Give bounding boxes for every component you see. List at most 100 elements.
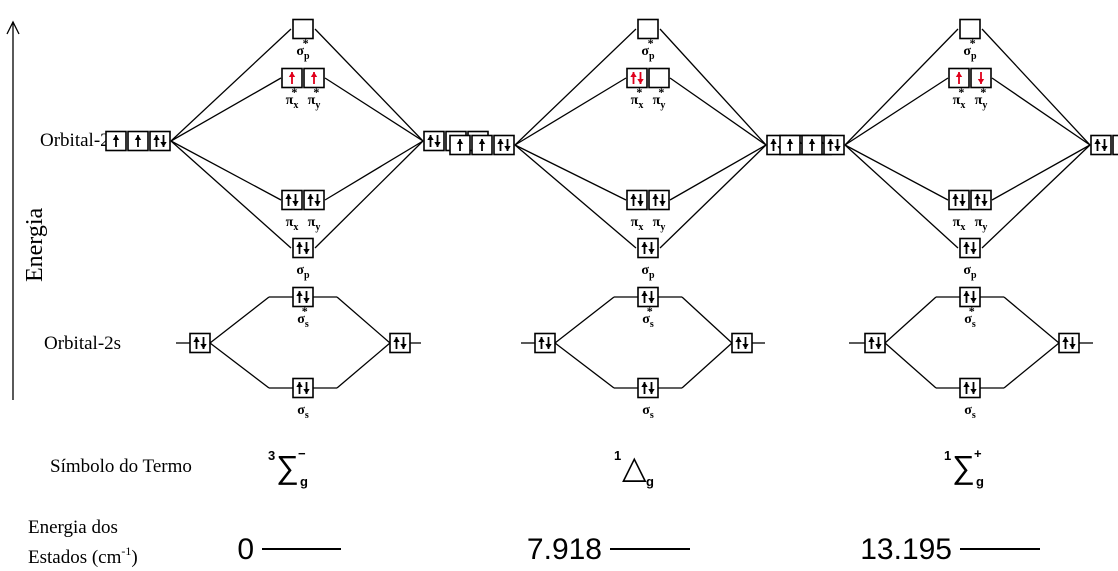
term-symbol-1: 3∑g− — [268, 446, 308, 489]
mo-pi-x-box-electron-up — [285, 194, 292, 206]
mo-pi-x-box-electron-up — [952, 194, 959, 206]
ao-2s-right-box-electron-down — [400, 337, 407, 349]
mo-pi-star-x-box-electron-up-head — [288, 72, 296, 77]
mo-pi-x-box-frame — [281, 189, 303, 211]
corr-line — [844, 77, 949, 146]
corr-line — [659, 28, 767, 146]
mo-sigma-p-star-label: σp* — [641, 36, 655, 62]
mo-sigma-p-box-electron-up — [641, 242, 648, 254]
ao-2s-left-box-frame — [189, 332, 211, 354]
mo-pi-x-label: πx — [286, 215, 299, 233]
term-main-symbol: △ — [622, 449, 647, 485]
mo-sigma-s-box-electron-up-head — [296, 382, 303, 387]
mo-pi-star-y-label-base: π — [653, 93, 661, 108]
ao-2s-right-box-frame — [731, 332, 753, 354]
mo-sigma-s-box-electron-down-head — [303, 389, 310, 394]
corr-line — [209, 342, 270, 389]
mo-sigma-p-box-frame — [292, 237, 314, 259]
ao-2p-left-box-electron-down-head — [160, 142, 167, 147]
mo-sigma-p-star-label: σp* — [296, 36, 310, 62]
mo-pi-star-y-label: πy* — [975, 85, 988, 111]
mo-pi-x-box-frame — [626, 189, 648, 211]
mo-sigma-s-box-electron-down-head — [970, 389, 977, 394]
mo-sigma-s-box-electron-up-head — [963, 382, 970, 387]
mo-sigma-p-box — [959, 237, 981, 259]
mo-pi-y-box-frame — [970, 189, 992, 211]
mo-pi-x-label: πx — [953, 215, 966, 233]
mo-sigma-p-star-label-star: * — [970, 36, 976, 50]
ao-2s-right-box — [1058, 332, 1080, 354]
mo-pi-y-box-frame — [303, 189, 325, 211]
mo-sigma-s-star-box-electron-down-head — [970, 298, 977, 303]
ao-2p-right-box-electron-up — [1094, 139, 1101, 151]
term-superscript: + — [974, 446, 982, 461]
energy-axis-label: Energia — [22, 207, 48, 282]
mo-sigma-s-star-box-frame — [637, 286, 659, 308]
ao-2p-left-box — [127, 130, 149, 152]
mo-sigma-p-star-box-frame — [292, 18, 314, 40]
mo-sigma-s-star-box-frame — [292, 286, 314, 308]
ao-2p-left-box-electron-up-head — [478, 139, 486, 144]
mo-pi-star-y-label-sub: y — [982, 100, 987, 111]
mo-sigma-s-star-label: σs* — [964, 304, 976, 330]
ao-2p-left-box-electron-up-head — [827, 139, 834, 144]
mo-pi-star-y-box — [303, 67, 325, 89]
mo-pi-y-box — [648, 189, 670, 211]
ao-2p-left-box-electron-down — [160, 135, 167, 147]
mo-sigma-p-box-electron-down-head — [970, 249, 977, 254]
mo-pi-x-box-electron-down — [959, 194, 966, 206]
mo-sigma-p-star-label: σp* — [963, 36, 977, 62]
mo-pi-x-label-sub: x — [293, 222, 298, 233]
mo-pi-x-box — [281, 189, 303, 211]
mo-pi-y-label-sub: y — [982, 222, 987, 233]
ao-2p-left-box-electron-up-head — [497, 139, 504, 144]
mo-sigma-p-box-electron-down-head — [303, 249, 310, 254]
mo-pi-y-box-electron-up-head — [974, 194, 981, 199]
corr-line — [314, 140, 424, 249]
mo-sigma-s-star-box — [959, 286, 981, 308]
mo-sigma-s-star-label-sub: s — [305, 319, 309, 330]
state-energy-label-close: ) — [131, 547, 137, 568]
mo-pi-star-y-label: πy* — [653, 85, 666, 111]
mo-sigma-s-star-box-electron-up-head — [963, 291, 970, 296]
ao-2s-right-box-electron-up-head — [393, 337, 400, 342]
ao-2p-left-box-frame — [493, 134, 515, 156]
mo-sigma-p-star-label-star: * — [648, 36, 654, 50]
ao-2s-left-box-electron-down-head — [200, 344, 207, 349]
mo-pi-x-label-base: π — [631, 215, 639, 230]
mo-pi-star-y-box-electron-up-head — [310, 72, 318, 77]
mo-sigma-s-star-box-electron-down — [648, 291, 655, 303]
corr-line — [170, 28, 292, 142]
mo-sigma-p-box-frame — [959, 237, 981, 259]
corr-line — [336, 342, 391, 389]
corr-line — [981, 144, 1091, 249]
mo-sigma-p-star-box — [959, 18, 981, 40]
mo-pi-star-x-box — [948, 67, 970, 89]
mo-pi-y-box — [303, 189, 325, 211]
corr-line — [844, 28, 959, 146]
mo-pi-y-box-electron-down — [659, 194, 666, 206]
mo-pi-y-label: πy — [975, 215, 988, 233]
ao-2s-right-box-electron-down — [742, 337, 749, 349]
mo-sigma-s-box-electron-up — [641, 382, 648, 394]
mo-pi-star-x-label: πx* — [286, 85, 299, 111]
mo-sigma-p-star-label-star: * — [303, 36, 309, 50]
mo-sigma-p-label-base: σ — [641, 263, 649, 278]
mo-sigma-s-star-label-sub: s — [972, 319, 976, 330]
ao-2p-right-box-frame — [1090, 134, 1112, 156]
mo-pi-y-label-sub: y — [315, 222, 320, 233]
ao-2p-left-box-electron-down-head — [834, 146, 841, 151]
mo-pi-x-box-electron-down-head — [637, 201, 644, 206]
mo-sigma-p-box-electron-up-head — [641, 242, 648, 247]
ao-2p-left-box-electron-up-head — [786, 139, 794, 144]
mo-sigma-s-box-electron-down — [970, 382, 977, 394]
corr-line — [884, 342, 937, 389]
mo-sigma-s-star-label-base: σ — [642, 312, 650, 327]
ao-2s-left-box — [189, 332, 211, 354]
mo-pi-y-label-sub: y — [660, 222, 665, 233]
corr-line — [991, 144, 1091, 201]
mo-pi-y-box-electron-down-head — [314, 201, 321, 206]
corr-line — [314, 28, 424, 142]
mo-pi-y-label-base: π — [975, 215, 983, 230]
mo-sigma-s-box-frame — [637, 377, 659, 399]
